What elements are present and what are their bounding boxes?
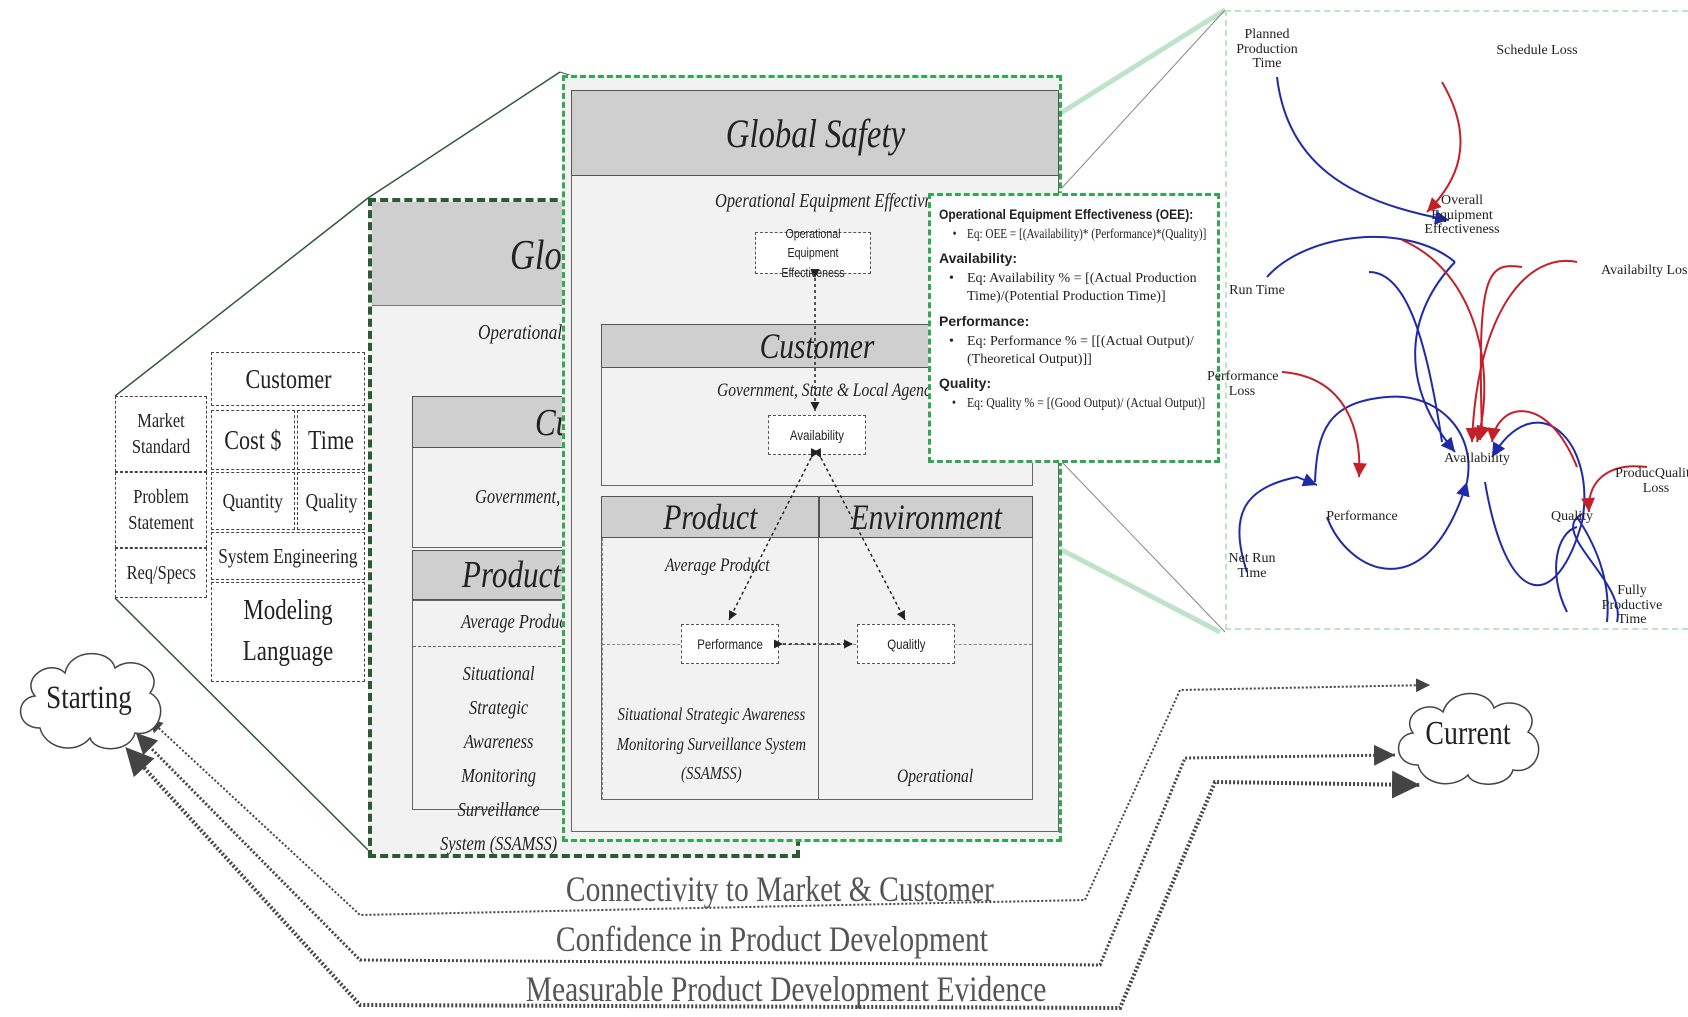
req-specs-cell: Req/Specs bbox=[115, 548, 207, 598]
performance-loss-label: Performance Loss bbox=[1207, 369, 1279, 399]
system-engineering-cell: System Engineering bbox=[211, 532, 365, 580]
customer-cell: Customer bbox=[211, 352, 365, 406]
front-panel-customer-sub: Government, State & Local Agencies bbox=[717, 380, 949, 401]
front-panel-oee-label: Operational Equipment Effectivness bbox=[715, 190, 953, 212]
performance-node-label: Performance bbox=[1326, 509, 1398, 524]
starting-cloud: Starting bbox=[10, 638, 170, 758]
planned-production-time-label: Planned Production Time bbox=[1236, 27, 1298, 72]
confidence-label: Confidence in Product Development bbox=[555, 919, 988, 959]
current-cloud-shape bbox=[1397, 692, 1540, 785]
causal-loop-arrows bbox=[1238, 76, 1648, 623]
front-panel-quality-box: Qualitly bbox=[857, 624, 955, 664]
measurable-label: Measurable Product Development Evidence bbox=[525, 969, 1047, 1009]
quality-cell: Quality bbox=[297, 472, 365, 530]
problem-statement-cell: Problem Statement bbox=[115, 472, 207, 548]
produc-quality-loss-label: ProducQuality Loss bbox=[1615, 466, 1688, 496]
market-standard-cell: Market Standard bbox=[115, 396, 207, 472]
availability-heading: Availability: bbox=[939, 250, 1018, 267]
front-panel-title: Global Safety bbox=[571, 90, 1059, 176]
performance-heading: Performance: bbox=[939, 312, 1030, 329]
front-panel-oee-box: Operational Equipment Effectiveness bbox=[755, 226, 871, 280]
starting-label: Starting bbox=[46, 680, 132, 716]
connectivity-label: Connectivity to Market & Customer bbox=[565, 869, 994, 909]
requirements-table: Market Standard Problem Statement Req/Sp… bbox=[115, 352, 365, 682]
availability-label: Availability bbox=[1444, 451, 1510, 466]
quality-heading: Quality: bbox=[939, 374, 992, 391]
quality-equation: Eq: Quality % = [(Good Output)/ (Actual … bbox=[952, 395, 1205, 413]
quality-node-label: Quality bbox=[1551, 509, 1593, 524]
current-label: Current bbox=[1425, 715, 1511, 752]
schedule-loss-label: Schedule Loss bbox=[1496, 43, 1578, 58]
starting-cloud-shape bbox=[19, 652, 162, 750]
oee-definitions-box: Operational Equipment Effectiveness (OEE… bbox=[928, 193, 1220, 463]
availability-equation: Eq: Availability % = [(Actual Production… bbox=[949, 270, 1207, 306]
modeling-language-cell: Modeling Language bbox=[211, 582, 365, 682]
run-time-label: Run Time bbox=[1229, 283, 1285, 298]
cost-cell: Cost $ bbox=[211, 410, 295, 470]
causal-loop-diagram: Planned Production Time Schedule Loss Ov… bbox=[1207, 10, 1688, 630]
oee-heading: Operational Equipment Effectiveness (OEE… bbox=[939, 206, 1194, 222]
performance-equation: Eq: Performance % = [[(Actual Output)/ (… bbox=[949, 333, 1207, 369]
availabilty-loss-label: Availabilty Loss bbox=[1601, 263, 1688, 278]
front-panel-arrows bbox=[728, 269, 906, 649]
back-panel-average-product: Average Product bbox=[461, 611, 572, 633]
quantity-cell: Quantity bbox=[211, 472, 295, 530]
current-cloud: Current bbox=[1388, 680, 1548, 790]
overall-equipment-effectiveness-label: Overall Equipment Effectiveness bbox=[1424, 193, 1500, 238]
front-panel-frame bbox=[571, 176, 1059, 832]
oee-equation: Eq: OEE = [(Availability)* (Performance)… bbox=[953, 226, 1207, 244]
fully-productive-time-label: Fully Productive Time bbox=[1601, 583, 1663, 628]
net-run-time-label: Net Run Time bbox=[1228, 551, 1276, 581]
time-cell: Time bbox=[297, 410, 365, 470]
